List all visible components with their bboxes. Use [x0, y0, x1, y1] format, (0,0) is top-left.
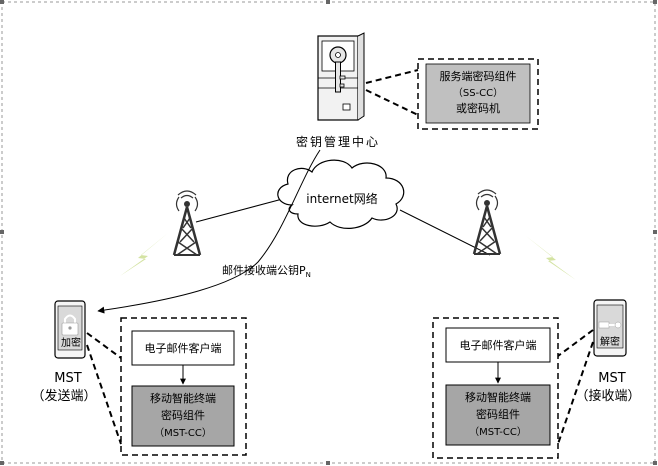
public-key-arrow-label: 邮件接收端公钥PN: [222, 263, 311, 279]
receiver-client-label: 电子邮件客户端: [460, 338, 537, 352]
lock-icon: [61, 314, 79, 336]
key-icon: [329, 46, 347, 93]
receiver-module-line1: 移动智能终端: [465, 390, 531, 404]
sender-name: MST: [54, 371, 81, 386]
link-left-tower-cloud: [195, 196, 291, 223]
sender-module-line3: （MST-CC）: [154, 427, 212, 439]
server-crypto-module: 服务端密码组件 （SS-CC） 或密码机: [417, 58, 539, 130]
receiver-name: MST: [598, 371, 625, 386]
sender-module-line2: 密码组件: [161, 408, 205, 422]
receiver-module-line3: （MST-CC）: [469, 426, 527, 438]
cloud-icon: [277, 159, 405, 229]
lightning-signal-icon: [120, 233, 168, 276]
server-module-line1: 服务端密码组件: [440, 69, 517, 83]
receiver-connector-1: [557, 329, 594, 357]
receiver-role: （接收端）: [575, 388, 640, 404]
sender-module-line1: 移动智能终端: [150, 391, 216, 405]
sender-role: （发送端）: [31, 388, 96, 404]
receiver-module-line2: 密码组件: [476, 407, 520, 421]
lightning-signal-icon: [526, 236, 576, 280]
public-key-arrow: [97, 149, 321, 314]
server-module-line2: （SS-CC）: [453, 87, 503, 99]
server-module-connector-2: [365, 89, 419, 116]
sender-connector-2: [86, 344, 122, 445]
sender-module-group: 电子邮件客户端 移动智能终端 密码组件 （MST-CC）: [120, 317, 247, 456]
sender-connector-1: [86, 332, 122, 359]
receiver-device-label: 解密: [600, 335, 620, 348]
antenna-tower-icon: [472, 189, 502, 255]
antenna-tower-icon: [172, 190, 202, 256]
receiver-connector-2: [557, 341, 594, 445]
server-module-line3: 或密码机: [456, 101, 500, 115]
key-card-icon: [598, 321, 622, 329]
sender-client-label: 电子邮件客户端: [145, 341, 222, 355]
key-center-label: 密钥管理中心: [296, 134, 380, 149]
receiver-module-group: 电子邮件客户端 移动智能终端 密码组件 （MST-CC）: [432, 317, 559, 459]
cloud-label: internet网络: [306, 191, 377, 206]
server-module-connector-1: [365, 69, 419, 84]
sender-device-label: 加密: [61, 336, 81, 349]
